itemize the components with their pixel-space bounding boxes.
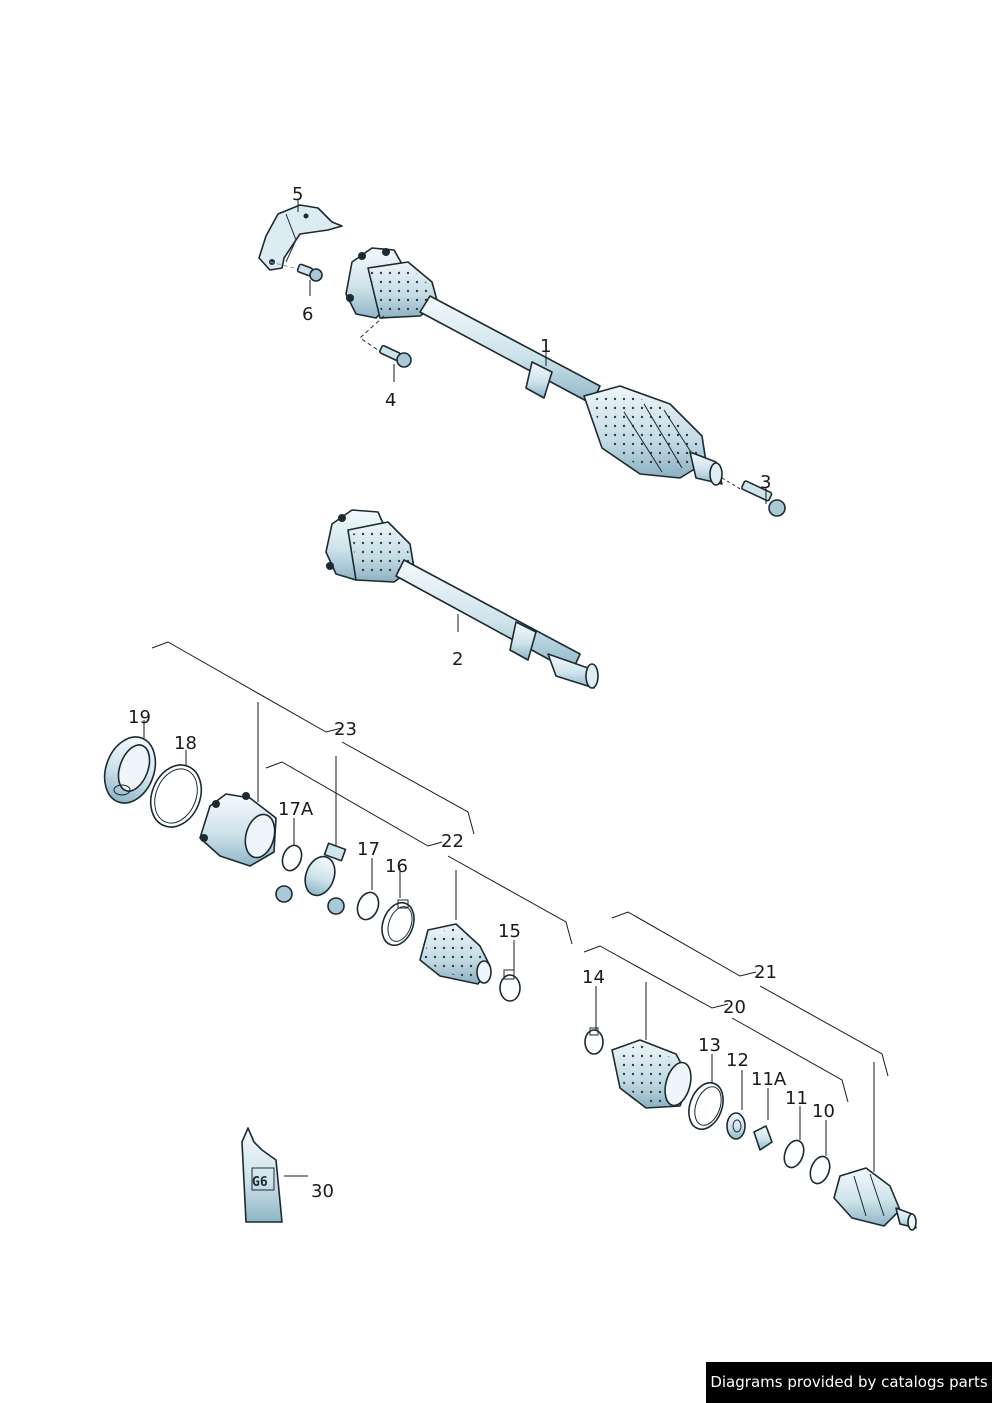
clamp-part-13 [688,1081,724,1131]
circlip-part-17a [281,844,303,872]
callout-3: 3 [760,472,771,493]
bolt-part-4 [359,315,412,368]
callout-1: 1 [540,336,551,357]
callout-15: 15 [498,921,521,942]
heat-shield-bracket [258,204,343,271]
clamp-part-15 [499,969,521,1002]
callout-11a: 11A [751,1069,787,1090]
callout-12: 12 [726,1050,749,1071]
leader-lines [143,200,827,1177]
callout-17a: 17A [278,799,314,820]
grease-tube [241,1127,283,1223]
callout-20: 20 [723,997,746,1018]
outer-cv-joint [833,1167,917,1231]
circlip-part-10 [809,1155,831,1185]
group-bracket-23 [151,641,475,848]
bolt-part-3 [741,480,786,517]
callout-17: 17 [357,839,380,860]
drive-shaft-assembly [345,247,743,491]
washer-part-12 [726,1112,746,1140]
callout-13: 13 [698,1035,721,1056]
outer-boot [611,1039,692,1109]
clamp-part-14 [584,1027,604,1055]
group-bracket-20 [583,945,849,1103]
inner-boot [419,923,492,985]
dust-cap-part-19 [103,736,157,804]
callout-22: 22 [441,831,464,852]
clamp-part-16 [381,899,415,947]
callout-labels: 5 6 1 4 3 2 19 18 23 17A 22 17 16 15 21 … [128,184,835,1202]
callout-21: 21 [754,962,777,983]
callout-19: 19 [128,707,151,728]
o-ring-part-18 [149,764,203,828]
callout-23: 23 [334,719,357,740]
callout-4: 4 [385,390,396,411]
callout-2: 2 [452,649,463,670]
callout-10: 10 [812,1101,835,1122]
bolt-part-6 [269,261,323,282]
spacer-part-11a [753,1125,773,1151]
callout-16: 16 [385,856,408,877]
credit-banner: Diagrams provided by catalogs parts [706,1362,992,1403]
tube-label: G6 [252,1175,268,1190]
callout-18: 18 [174,733,197,754]
group-bracket-21 [611,911,889,1172]
callout-5: 5 [292,184,303,205]
callout-6: 6 [302,304,313,325]
group-bracket-22 [265,761,573,945]
callout-14: 14 [582,967,605,988]
callout-30: 30 [311,1181,334,1202]
callout-11: 11 [785,1088,808,1109]
joint-housing [199,792,277,867]
circlip-part-17 [356,891,380,921]
tripod-spider [275,842,347,915]
circlip-part-11 [783,1139,805,1169]
drive-shaft-part-2 [325,509,599,689]
